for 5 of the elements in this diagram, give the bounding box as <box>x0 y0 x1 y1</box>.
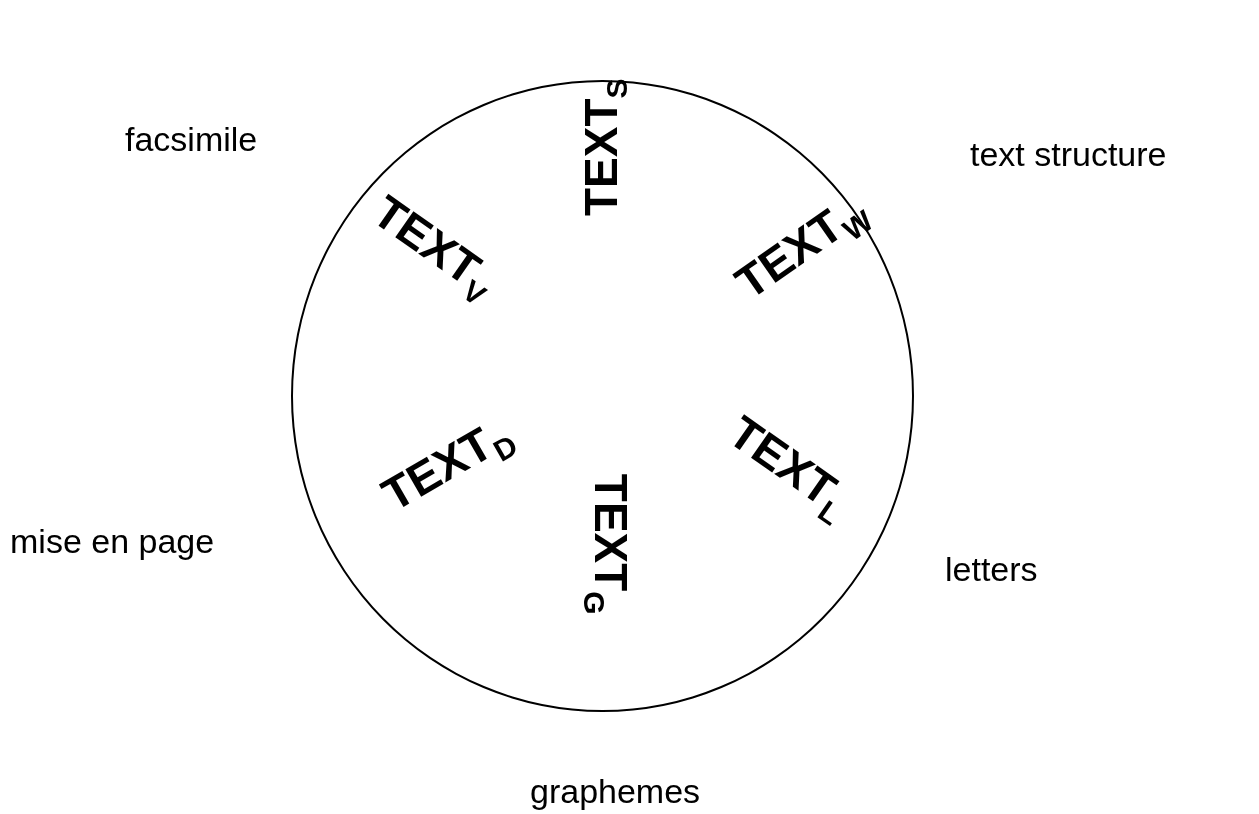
text-label: mise en page <box>10 524 215 558</box>
text-label: text structure <box>970 137 1167 171</box>
text-label: facsimile <box>125 122 258 156</box>
text-label: letters <box>945 552 1038 586</box>
text-label: graphemes <box>530 774 701 808</box>
